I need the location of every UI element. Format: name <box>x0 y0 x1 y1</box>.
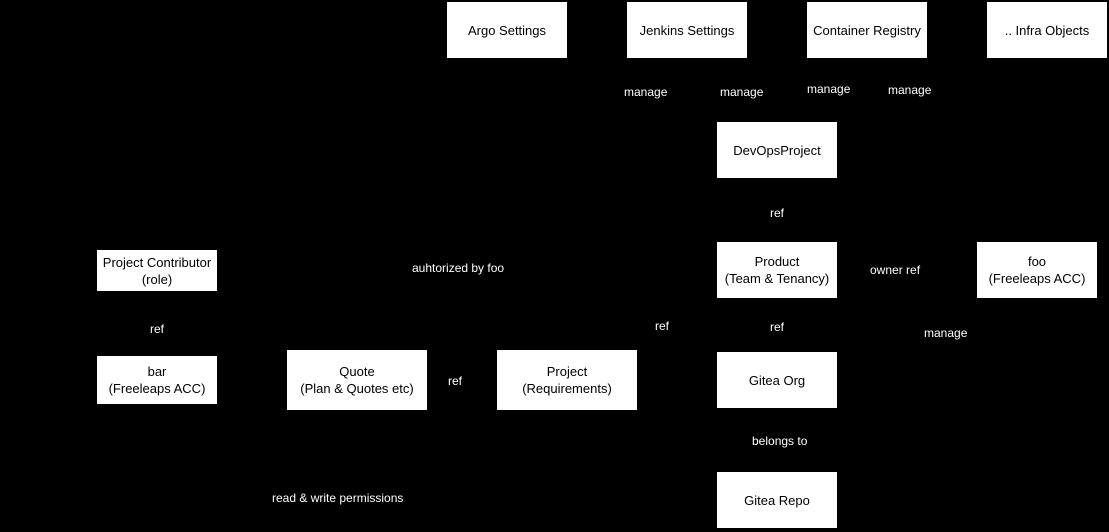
node-bar-acc-label-line2: (Freeleaps ACC) <box>108 381 206 396</box>
node-argo-settings-label: Argo Settings <box>467 22 547 38</box>
node-quote-label-line2: (Plan & Quotes etc) <box>300 381 414 396</box>
node-infra-objects: .. Infra Objects <box>987 2 1107 58</box>
edge-label-owner-ref: owner ref <box>868 263 923 277</box>
node-gitea-repo-label: Gitea Repo <box>744 492 810 508</box>
node-jenkins-settings: Jenkins Settings <box>627 2 747 58</box>
node-container-registry-label: Container Registry <box>813 22 921 38</box>
node-project: Project (Requirements) <box>497 350 637 410</box>
node-devops-project: DevOpsProject <box>717 122 837 178</box>
edge-label-manage-infra: manage <box>886 83 934 97</box>
edge-label-ref-quote-project: ref <box>446 374 465 388</box>
edge-label-ref-devops-product: ref <box>768 206 787 220</box>
node-project-contributor: Project Contributor (role) <box>97 250 217 291</box>
edge-label-ref-project-product: ref <box>653 319 672 333</box>
node-quote-label-line1: Quote <box>339 364 375 379</box>
node-gitea-org-label: Gitea Org <box>748 372 806 388</box>
edge-label-belongs-to: belongs to <box>750 434 810 448</box>
edge-label-ref-product-gitea-org: ref <box>768 320 787 334</box>
node-devops-project-label: DevOpsProject <box>733 142 821 158</box>
node-project-label-line2: (Requirements) <box>522 381 612 396</box>
node-jenkins-settings-label: Jenkins Settings <box>639 22 735 38</box>
edge-label-authorized-by-foo: auhtorized by foo <box>410 261 507 275</box>
edge-label-read-write-permissions: read & write permissions <box>270 491 406 505</box>
node-infra-objects-label: .. Infra Objects <box>1004 22 1090 38</box>
edge-label-manage-argo: manage <box>622 85 670 99</box>
edge-label-ref-contributor-bar: ref <box>148 322 167 336</box>
node-foo-acc-label-line2: (Freeleaps ACC) <box>988 271 1086 286</box>
node-project-contributor-label-line1: Project Contributor <box>102 254 212 270</box>
edge-label-manage-registry: manage <box>805 82 853 96</box>
node-quote: Quote (Plan & Quotes etc) <box>287 350 427 410</box>
node-argo-settings: Argo Settings <box>447 2 567 58</box>
node-product-label-line1: Product <box>754 254 800 269</box>
node-gitea-repo: Gitea Repo <box>717 472 837 528</box>
node-foo-acc: foo (Freeleaps ACC) <box>977 242 1097 298</box>
node-product: Product (Team & Tenancy) <box>717 242 837 298</box>
node-container-registry: Container Registry <box>807 2 927 58</box>
node-foo-acc-label-line1: foo <box>1027 254 1047 269</box>
node-product-label-line2: (Team & Tenancy) <box>724 271 830 286</box>
node-bar-acc: bar (Freeleaps ACC) <box>97 356 217 404</box>
edge-label-manage-jenkins: manage <box>718 85 766 99</box>
node-gitea-org: Gitea Org <box>717 352 837 408</box>
node-bar-acc-label-line1: bar <box>147 364 167 379</box>
node-project-contributor-label-line2: (role) <box>141 271 173 287</box>
node-project-label-line1: Project <box>546 364 588 379</box>
edge-label-manage-foo: manage <box>922 326 970 340</box>
